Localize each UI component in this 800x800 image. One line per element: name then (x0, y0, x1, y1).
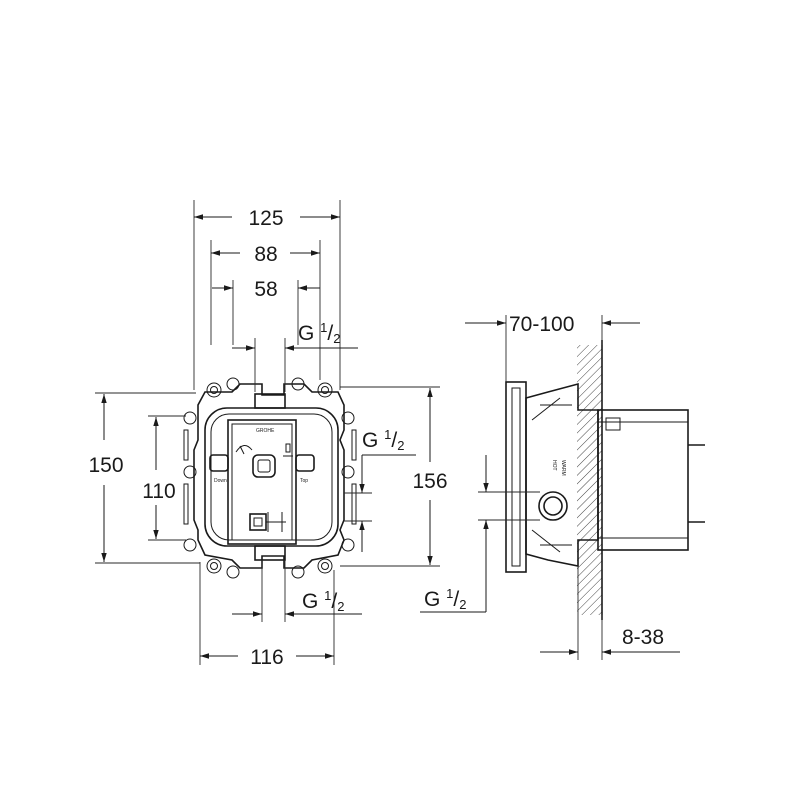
mounting-hole (183, 465, 197, 479)
thread-label-top: G 1/2 (298, 320, 340, 346)
center-valve-inner (257, 459, 271, 473)
bottom-pipe-stub (254, 545, 286, 561)
lower-fitting (249, 513, 267, 531)
dimension-58: 58 (254, 278, 277, 301)
left-port (209, 454, 229, 472)
mounting-hole (206, 382, 222, 398)
front-view: GROHE Down Top (183, 377, 357, 579)
mounting-hole (321, 386, 329, 394)
dimension-88: 88 (254, 243, 277, 266)
lever-icon (235, 445, 253, 455)
side-dimensions: 70-100 G 1/2 8-38 (420, 313, 680, 660)
side-slot (183, 483, 189, 525)
side-slot (351, 483, 357, 525)
front-horizontal-dimensions: 125 88 58 G 1/2 (193, 200, 358, 392)
right-marking: Top (300, 478, 308, 484)
thread-label-side: G 1/2 (424, 586, 466, 612)
mounting-hole (317, 558, 333, 574)
thread-label-right: G 1/2 (362, 427, 404, 453)
side-marking-hot: HOT (551, 460, 557, 471)
side-body-slant (531, 397, 561, 553)
mounting-hole (206, 558, 222, 574)
mounting-lugs (183, 377, 357, 579)
side-slot (351, 429, 357, 461)
sleeve-tab (605, 417, 621, 431)
dimension-70-100: 70-100 (509, 313, 574, 336)
mounting-hole (341, 465, 355, 479)
front-center-plate-inner (231, 423, 293, 541)
dimension-110: 110 (142, 480, 175, 503)
mounting-hole (210, 562, 218, 570)
mounting-hole (291, 377, 305, 391)
side-mounting-plate (505, 381, 527, 573)
shower-icon (283, 443, 293, 457)
mounting-hole (183, 411, 197, 425)
center-valve (252, 454, 276, 478)
top-pipe-stub (254, 393, 286, 409)
mounting-hole (317, 382, 333, 398)
front-vertical-dimensions: 150 110 G 1/2 156 (88, 386, 448, 567)
mounting-hole (341, 538, 355, 552)
side-view: WARM HOT (505, 340, 705, 620)
side-slot (183, 429, 189, 461)
dimension-125: 125 (248, 207, 283, 230)
dimension-156: 156 (412, 470, 447, 493)
side-plate-step (511, 387, 521, 567)
mounting-hole (291, 565, 305, 579)
mounting-hole (341, 411, 355, 425)
mounting-hole (321, 562, 329, 570)
dimension-116: 116 (250, 646, 283, 669)
mounting-hole (226, 565, 240, 579)
lower-fitting-inner (253, 517, 263, 527)
dimension-150: 150 (88, 454, 123, 477)
right-port (295, 454, 315, 472)
mounting-hole (226, 377, 240, 391)
side-marking-warm: WARM (560, 460, 566, 476)
dimension-8-38: 8-38 (622, 626, 664, 649)
side-port-outer (538, 491, 568, 521)
side-cover-sleeve (597, 409, 689, 551)
mounting-hole (183, 538, 197, 552)
front-mounting-frame (193, 383, 345, 569)
front-bottom-dimensions: G 1/2 116 (199, 560, 362, 669)
front-center-plate (227, 419, 297, 545)
left-marking: Down (214, 478, 227, 484)
side-port-inner (543, 496, 563, 516)
thread-label-bottom: G 1/2 (302, 588, 344, 614)
logo-text: GROHE (256, 428, 275, 434)
mounting-hole (210, 386, 218, 394)
